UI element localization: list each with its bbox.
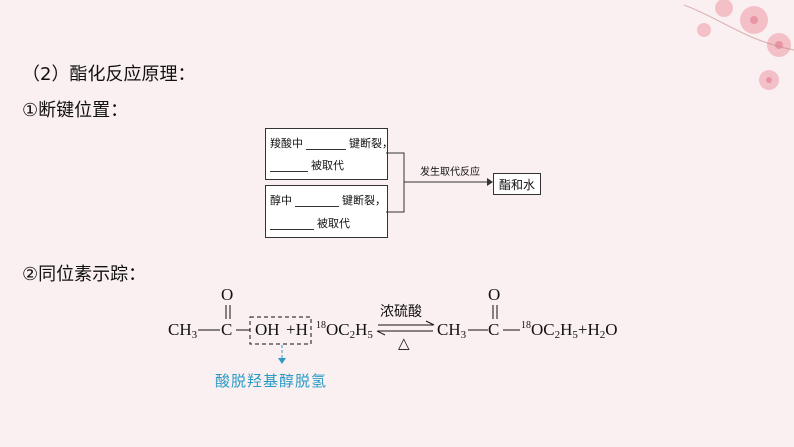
heading-isotope-tracing: ②同位素示踪： (22, 264, 147, 285)
alcohol-prefix: 醇中 (270, 194, 292, 207)
hydroxyl-group: OH (255, 320, 280, 339)
acid-suffix: 键断裂， (349, 137, 393, 150)
product-carbonyl-carbon: C (488, 320, 500, 339)
substitution-condition-label: 发生取代反应 (420, 167, 480, 178)
acid-replaced-blank[interactable] (270, 158, 308, 172)
acid-bond-blank[interactable] (306, 136, 346, 150)
methyl-group: CH3 (168, 320, 198, 341)
alcohol-bond-box: 醇中 键断裂， 被取代 (265, 185, 388, 238)
cherry-blossom-decoration (683, 0, 794, 90)
product-ester-and-water: 18OC2H5+H2O (521, 320, 618, 341)
acid-bond-box: 羧酸中 键断裂， 被取代 (265, 128, 393, 180)
heat-symbol: △ (398, 336, 410, 352)
alcohol-bond-blank[interactable] (295, 193, 339, 207)
catalyst-label: 浓硫酸 (380, 304, 422, 320)
heading-esterification-principle: （2）酯化反应原理： (22, 64, 196, 85)
alcohol-replaced-label: 被取代 (317, 217, 350, 230)
acid-prefix: 羧酸中 (270, 137, 303, 150)
acid-replaced-label: 被取代 (311, 159, 344, 172)
mechanism-annotation: 酸脱羟基醇脱氢 (215, 372, 328, 390)
carbonyl-carbon: C (221, 320, 233, 339)
ester-water-label: 酯和水 (498, 177, 535, 192)
alcohol-replaced-blank[interactable] (270, 216, 314, 230)
ester-water-box: 酯和水 (493, 173, 541, 195)
product-carbonyl-oxygen: O (488, 285, 501, 304)
alcohol-hydrogen: +H (286, 320, 308, 339)
product-methyl-group: CH3 (437, 320, 467, 341)
carbonyl-oxygen: O (221, 285, 234, 304)
alcohol-suffix: 键断裂， (342, 194, 386, 207)
labelled-ethoxy-group: 18OC2H5 (316, 320, 373, 341)
heading-bond-position: ①断键位置： (22, 100, 129, 121)
